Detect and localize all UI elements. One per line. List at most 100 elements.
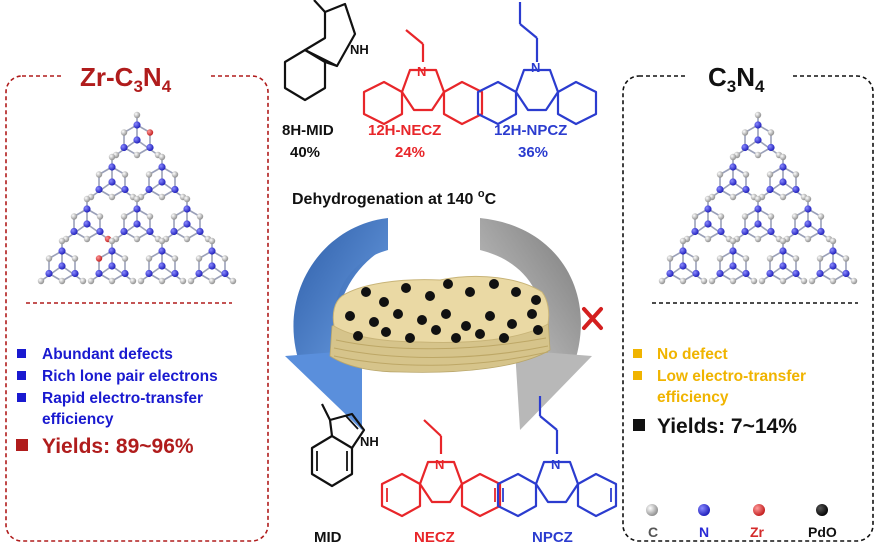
lattice-c-atom bbox=[754, 151, 762, 159]
lattice-n-atom bbox=[146, 143, 154, 152]
lattice-c-atom bbox=[179, 277, 187, 285]
lattice-c-atom bbox=[766, 171, 774, 178]
pdo-particle bbox=[451, 333, 461, 343]
lattice-n-atom bbox=[754, 136, 762, 144]
lattice-c-atom bbox=[120, 129, 128, 136]
right-bullet-text: Low electro-transfer bbox=[657, 368, 806, 385]
lattice-c-atom bbox=[729, 193, 737, 201]
lattice-n-atom bbox=[95, 269, 103, 278]
lattice-c-atom bbox=[741, 213, 749, 220]
reactant-label: 8H-MID bbox=[282, 122, 334, 139]
lattice-c-atom bbox=[58, 237, 66, 245]
lattice-c-atom bbox=[717, 213, 725, 220]
lattice-n-atom bbox=[766, 185, 774, 194]
nh-label: NH bbox=[360, 434, 379, 449]
pdo-particle bbox=[369, 317, 379, 327]
left-bullet-text: Rich lone pair electrons bbox=[42, 368, 218, 385]
left-bullet-square bbox=[17, 349, 26, 358]
lattice-c-atom bbox=[183, 235, 191, 243]
reactant-8h-mid: NH bbox=[283, 0, 369, 102]
lattice-c-atom bbox=[121, 255, 129, 262]
lattice-c-atom bbox=[767, 129, 775, 136]
lattice-c-atom bbox=[208, 277, 216, 285]
lattice-n-atom bbox=[83, 220, 91, 228]
product-label: MID bbox=[314, 529, 342, 546]
lattice-n-atom bbox=[779, 178, 787, 186]
lattice-c-atom bbox=[158, 237, 166, 245]
lattice-n-atom bbox=[717, 227, 725, 236]
lattice-n-atom bbox=[83, 205, 91, 213]
right-bullet-square bbox=[633, 371, 642, 380]
lattice-c-atom bbox=[804, 235, 812, 243]
lattice-c-atom bbox=[83, 195, 91, 203]
lattice-c-atom bbox=[708, 277, 716, 285]
blue-arrow-body bbox=[293, 218, 388, 372]
lattice-n-atom bbox=[171, 185, 179, 194]
blue-arrow-head bbox=[285, 350, 362, 430]
lattice-c-atom bbox=[750, 277, 758, 285]
pdo-particle bbox=[489, 279, 499, 289]
lattice-n-atom bbox=[58, 262, 66, 270]
lattice-zr-atom bbox=[95, 255, 103, 262]
gray-arrow-head bbox=[515, 350, 592, 430]
lattice-c-atom bbox=[171, 255, 179, 262]
pdo-particle bbox=[485, 311, 495, 321]
lattice-c-atom bbox=[716, 171, 724, 178]
lattice-n-atom bbox=[121, 269, 129, 278]
lattice-n-atom bbox=[716, 185, 724, 194]
lattice-c-atom bbox=[70, 213, 78, 220]
lattice-n-atom bbox=[96, 227, 104, 236]
pdo-particle bbox=[425, 291, 435, 301]
gray-arrow-body bbox=[480, 218, 581, 372]
lattice-n-atom bbox=[71, 269, 79, 278]
lattice-c-atom bbox=[121, 171, 129, 178]
lattice-n-atom bbox=[666, 269, 674, 278]
lattice-n-atom bbox=[804, 220, 812, 228]
lattice-n-atom bbox=[195, 269, 203, 278]
lattice-n-atom bbox=[816, 269, 824, 278]
lattice-c-atom bbox=[792, 255, 800, 262]
pdo-particle bbox=[465, 287, 475, 297]
lattice-c-atom bbox=[700, 277, 708, 285]
lattice-c-atom bbox=[129, 277, 137, 285]
lattice-n-atom bbox=[196, 227, 204, 236]
lattice-zr-atom bbox=[146, 129, 154, 136]
lattice-n-atom bbox=[729, 163, 737, 171]
lattice-c-atom bbox=[96, 213, 104, 220]
lattice-c-atom bbox=[800, 277, 808, 285]
lattice-c-atom bbox=[146, 213, 154, 220]
lattice-n-atom bbox=[679, 262, 687, 270]
lattice-c-atom bbox=[208, 237, 216, 245]
lattice-n-atom bbox=[792, 269, 800, 278]
lattice-n-atom bbox=[792, 185, 800, 194]
product-label: NPCZ bbox=[532, 529, 573, 546]
lattice-n-atom bbox=[145, 269, 153, 278]
lattice-n-atom bbox=[158, 262, 166, 270]
legend-label: N bbox=[699, 524, 709, 540]
lattice-n-atom bbox=[208, 247, 216, 255]
lattice-n-atom bbox=[754, 205, 762, 213]
lattice-c-atom bbox=[37, 277, 45, 285]
lattice-c-atom bbox=[817, 213, 825, 220]
lattice-c-atom bbox=[808, 277, 816, 285]
lattice-c-atom bbox=[791, 213, 799, 220]
lattice-n-atom bbox=[108, 262, 116, 270]
lattice-c-atom bbox=[754, 195, 762, 203]
lattice-c-atom bbox=[704, 195, 712, 203]
lattice-c-atom bbox=[196, 213, 204, 220]
pdo-particle bbox=[461, 321, 471, 331]
lattice-n-atom bbox=[766, 269, 774, 278]
legend-c-atom bbox=[646, 504, 658, 516]
lattice-c-atom bbox=[704, 235, 712, 243]
lattice-c-atom bbox=[716, 255, 724, 262]
lattice-c-atom bbox=[779, 277, 787, 285]
pdo-particle bbox=[345, 311, 355, 321]
left-yield-square bbox=[16, 439, 28, 451]
product-mid: NH bbox=[310, 403, 379, 488]
pdo-particle bbox=[381, 327, 391, 337]
lattice-c-atom bbox=[58, 277, 66, 285]
lattice-c-atom bbox=[158, 193, 166, 201]
atom-legend: C N Zr PdO bbox=[646, 504, 837, 540]
right-bullet-text: No defect bbox=[657, 346, 728, 363]
lattice-n-atom bbox=[691, 227, 699, 236]
